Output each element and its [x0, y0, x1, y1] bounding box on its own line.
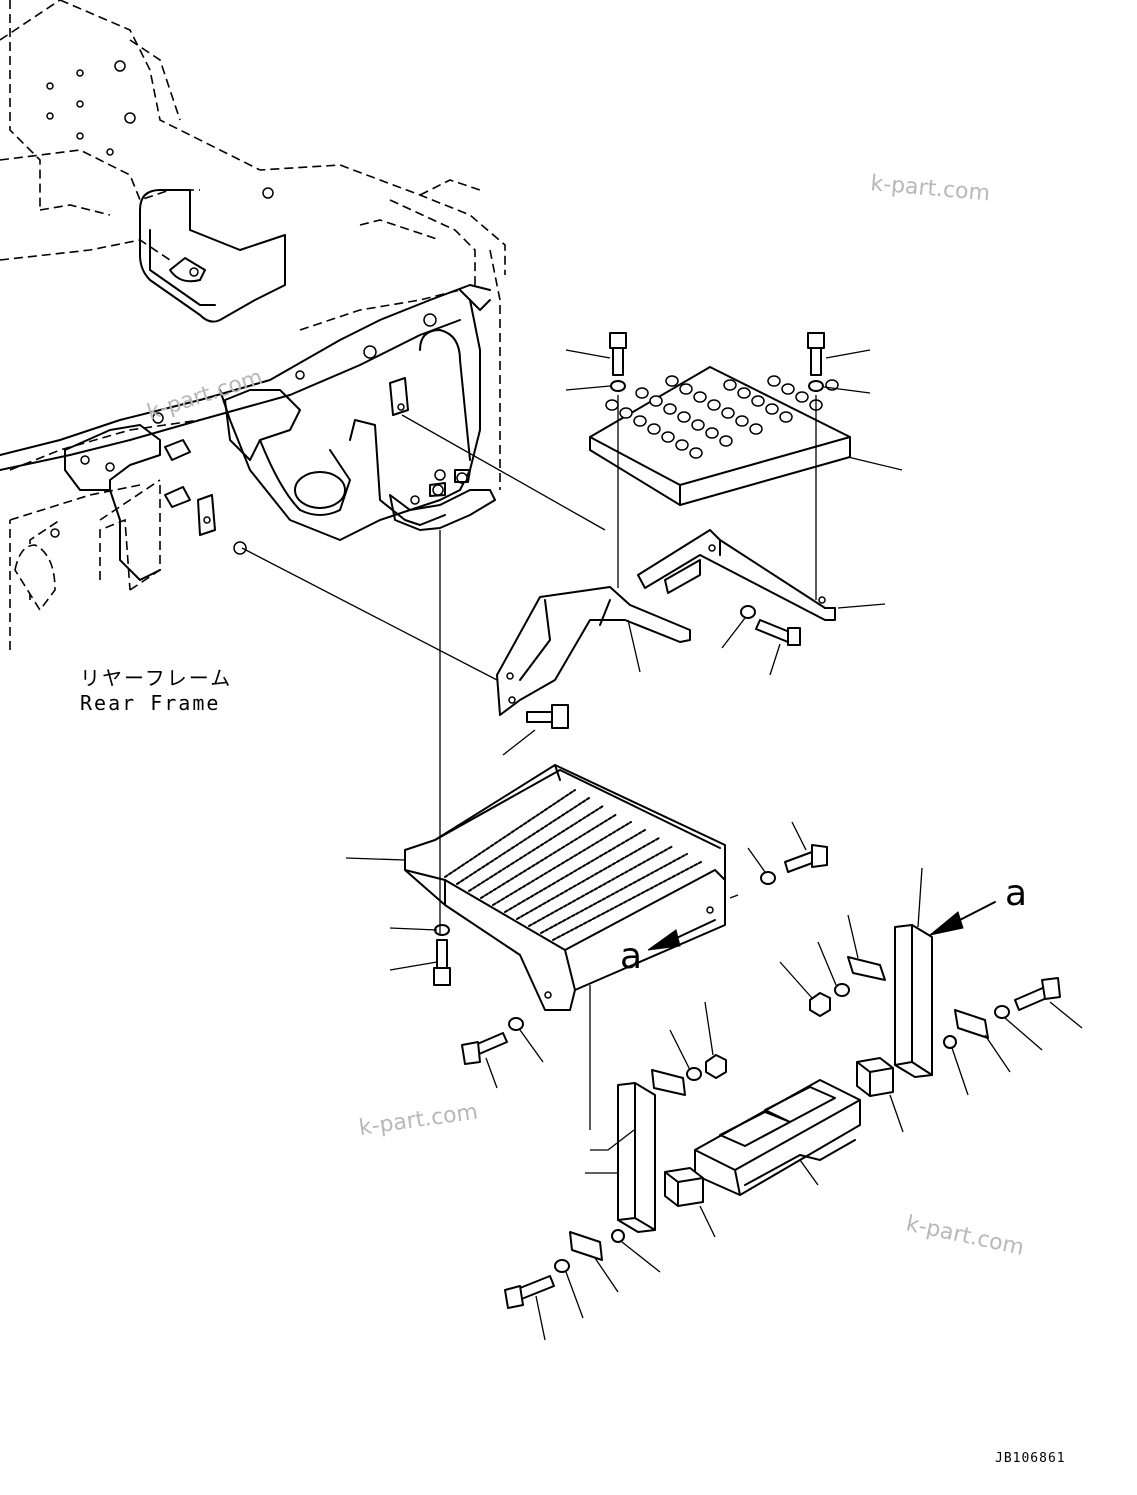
leader-lines — [345, 349, 1083, 1341]
perforation-hole — [705, 427, 719, 439]
rear-frame-label-jp: リヤーフレーム — [80, 666, 232, 690]
grating-bar — [480, 813, 618, 899]
perforation-hole — [735, 415, 749, 427]
ladder-plate-right — [894, 924, 933, 1078]
grating-bar — [468, 805, 604, 892]
perforation-hole — [679, 383, 693, 395]
view-marker-top: a — [1005, 873, 1027, 914]
watermark-3: k-part.com — [357, 1100, 479, 1141]
perforation-hole — [751, 395, 765, 407]
perforation-hole — [719, 435, 733, 447]
perforation-hole — [765, 403, 779, 415]
grating-bar — [504, 829, 646, 913]
perforation-hole — [661, 431, 675, 443]
bolts — [433, 332, 1061, 1309]
step-tread — [694, 1079, 861, 1196]
perforation-hole — [675, 439, 689, 451]
step-bracket-right — [637, 529, 836, 621]
perforation-hole — [795, 391, 809, 403]
drawing-code: JB106861 — [995, 1451, 1066, 1466]
perforation-hole — [647, 423, 661, 435]
perforation-hole — [723, 379, 737, 391]
grating-step — [404, 764, 726, 1011]
perforation-hole — [721, 407, 735, 419]
ladder-plate-left — [617, 1082, 656, 1233]
step-bracket-left — [496, 586, 691, 716]
perforation-hole — [691, 419, 705, 431]
watermark-2: k-part.com — [144, 365, 266, 426]
watermark-1: k-part.com — [869, 171, 991, 206]
rear-frame — [0, 0, 506, 650]
assembly-lines — [241, 395, 817, 1130]
perforation-hole — [633, 415, 647, 427]
grating-bar — [444, 789, 576, 878]
ladder-hardware — [434, 380, 1010, 1273]
perforation-hole — [619, 407, 633, 419]
grating-bar — [528, 845, 674, 927]
perforation-hole — [693, 391, 707, 403]
view-arrow-a-top — [929, 901, 996, 936]
perforation-hole — [737, 387, 751, 399]
view-marker-bottom: a — [620, 936, 642, 977]
perforation-hole — [649, 395, 663, 407]
grating-bar — [552, 861, 702, 941]
perforation-hole — [665, 375, 679, 387]
perforation-hole — [767, 375, 781, 387]
perforation-hole — [779, 411, 793, 423]
perforation-hole — [707, 399, 721, 411]
view-arrow-a-bottom — [647, 919, 716, 951]
rear-frame-label-en: Rear Frame — [80, 691, 220, 715]
perforation-hole — [663, 403, 677, 415]
perforation-hole — [635, 387, 649, 399]
perforation-hole — [605, 399, 619, 411]
perforation-hole — [781, 383, 795, 395]
watermark-4: k-part.com — [904, 1211, 1026, 1260]
grating-bar — [456, 797, 590, 885]
perforation-hole — [689, 447, 703, 459]
grating-bar — [516, 837, 660, 920]
grating-bar — [540, 853, 688, 934]
perforation-hole — [749, 423, 763, 435]
grating-bar — [492, 821, 632, 906]
perforation-hole — [677, 411, 691, 423]
